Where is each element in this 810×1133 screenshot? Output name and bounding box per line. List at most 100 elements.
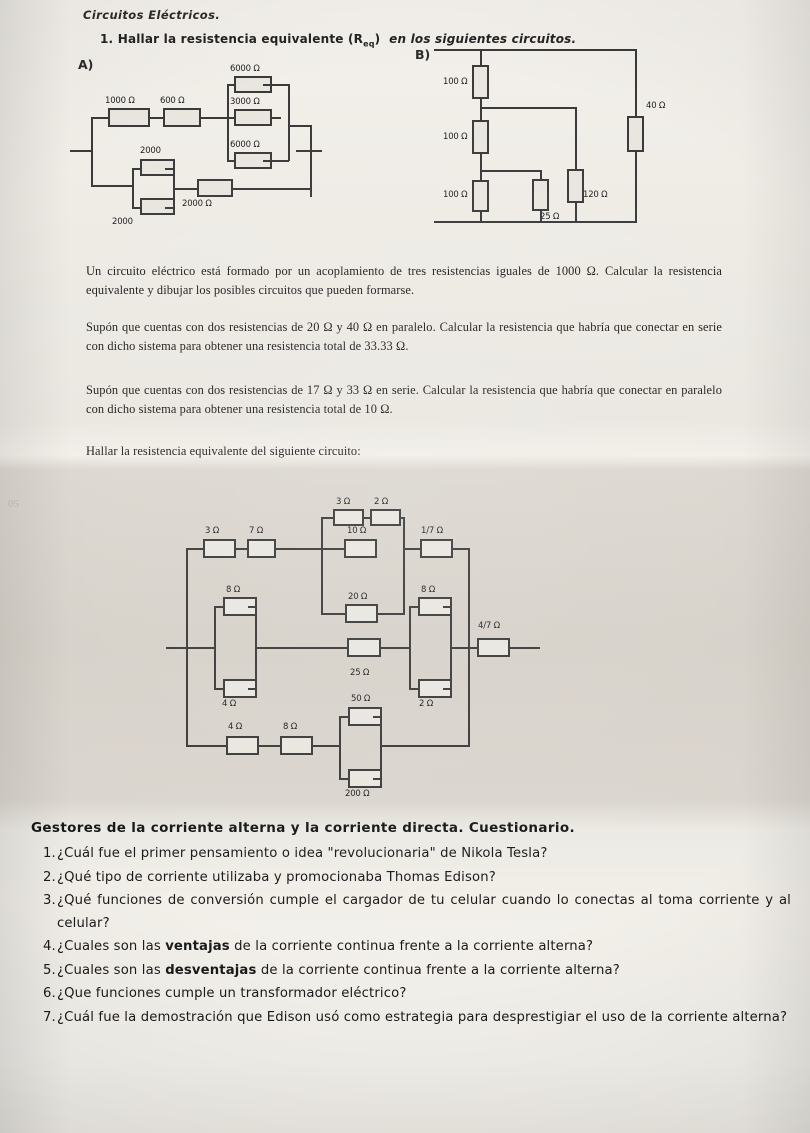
resistor-label: 2000 xyxy=(112,217,133,227)
list-item-text: ¿Cuál fue la demostración que Edison usó… xyxy=(57,1009,788,1025)
resistor-label: 2000 Ω xyxy=(182,199,212,209)
wire xyxy=(214,606,216,689)
wire xyxy=(373,778,382,780)
resistor-label: 10 Ω xyxy=(347,526,367,536)
wire xyxy=(409,606,421,608)
resistor-label: 8 Ω xyxy=(226,585,241,595)
list-item-number: 1. xyxy=(43,846,56,861)
list-item: 5. ¿Cuales son las desventajas de la cor… xyxy=(31,960,791,983)
resistor-label: 200 Ω xyxy=(345,789,370,799)
resistor-600-ohm xyxy=(163,108,201,127)
resistor-label: 6000 Ω xyxy=(230,140,260,150)
resistor-label: 25 Ω xyxy=(350,668,370,678)
wire xyxy=(91,117,93,185)
list-item: 6. ¿Que funciones cumple un transformado… xyxy=(31,983,791,1006)
resistor-3000-ohm xyxy=(234,109,272,126)
list-item-text: ¿Que funciones cumple un transformador e… xyxy=(57,986,407,1001)
resistor-label: 20 Ω xyxy=(348,592,368,602)
wire xyxy=(186,745,227,747)
wire xyxy=(480,154,482,181)
wire xyxy=(381,647,410,649)
wire xyxy=(227,84,229,161)
wire xyxy=(132,207,144,209)
wire xyxy=(321,517,334,519)
wire xyxy=(480,49,482,66)
list-item: 7. ¿Cuál fue la demostración que Edison … xyxy=(31,1007,791,1030)
wire xyxy=(364,517,371,519)
page-title: Circuitos Eléctricos. xyxy=(83,8,221,22)
question-1-number: 1. xyxy=(100,32,114,46)
resistor-label: 3000 Ω xyxy=(230,97,260,107)
wire xyxy=(313,745,340,747)
resistor-4-ohm-bottom xyxy=(226,736,259,755)
wire xyxy=(409,688,421,690)
wire xyxy=(443,606,452,608)
wire xyxy=(380,745,470,747)
resistor-label: 50 Ω xyxy=(351,694,371,704)
wire xyxy=(276,548,356,550)
resistor-label: 1/7 Ω xyxy=(421,526,443,536)
wire xyxy=(401,517,405,519)
resistor-2000-ohm-bottom xyxy=(140,198,175,215)
list-item-number: 7. xyxy=(43,1009,56,1025)
resistor-label: 8 Ω xyxy=(421,585,436,595)
resistor-10-ohm xyxy=(344,539,377,558)
question-1-text: Hallar la resistencia equivalente (R xyxy=(117,32,364,46)
circuit-a-label: A) xyxy=(78,57,94,72)
wire xyxy=(186,548,204,550)
wire xyxy=(91,117,108,119)
resistor-label: 4 Ω xyxy=(228,722,243,732)
wire xyxy=(186,647,216,649)
wire xyxy=(434,221,637,223)
resistor-label: 100 Ω xyxy=(443,190,468,200)
paragraph-2: Supón que cuentas con dos resistencias d… xyxy=(86,320,722,353)
wire xyxy=(540,211,542,223)
resistor-label: 600 Ω xyxy=(160,96,185,106)
resistor-label: 25 Ω xyxy=(540,212,560,222)
wire xyxy=(403,517,405,614)
list-item-number: 6. xyxy=(43,986,56,1001)
resistor-label: 3 Ω xyxy=(205,526,220,536)
resistor-100-ohm-1 xyxy=(472,65,489,99)
circuit-b-diagram: 100 Ω 100 Ω 100 Ω 120 Ω 25 Ω 40 Ω xyxy=(0,0,810,240)
wire xyxy=(373,716,382,718)
wire xyxy=(635,49,637,117)
resistor-1000-ohm xyxy=(108,108,150,127)
resistor-25-ohm xyxy=(532,179,549,211)
question-1-heading: 1. Hallar la resistencia equivalente (Re… xyxy=(100,32,576,48)
wire xyxy=(165,207,175,209)
wire xyxy=(296,150,322,152)
resistor-label: 2 Ω xyxy=(419,699,434,709)
list-item-text: ¿Cuales son las desventajas de la corrie… xyxy=(57,962,620,978)
wire xyxy=(403,548,421,550)
list-item-number: 3. xyxy=(43,893,56,908)
resistor-2000-ohm-series xyxy=(197,179,233,197)
list-item-text: ¿Qué tipo de corriente utilizaba y promo… xyxy=(57,869,496,885)
resistor-3-ohm-top xyxy=(333,509,364,526)
wire xyxy=(236,548,248,550)
circuit-b-label: B) xyxy=(415,47,431,62)
resistor-100-ohm-2 xyxy=(472,120,489,154)
paragraph-3: Supón que cuentas con dos resistencias d… xyxy=(86,383,722,416)
list-item: 2. ¿Qué tipo de corriente utilizaba y pr… xyxy=(31,867,791,890)
paragraph-4: Hallar la resistencia equivalente del si… xyxy=(86,444,361,458)
wire xyxy=(434,49,637,51)
resistor-label: 2000 xyxy=(140,146,161,156)
wire xyxy=(248,606,257,608)
wire xyxy=(321,613,346,615)
list-item-text: ¿Cuál fue el primer pensamiento o idea "… xyxy=(57,846,548,861)
resistor-label: 7 Ω xyxy=(249,526,264,536)
resistor-label: 4 Ω xyxy=(222,699,237,709)
question-1-text2: ) xyxy=(374,32,381,46)
wire xyxy=(132,168,134,208)
wire xyxy=(575,107,577,170)
wire xyxy=(378,613,405,615)
wire xyxy=(453,548,470,550)
resistor-label: 2 Ω xyxy=(374,497,389,507)
resistor-100-ohm-3 xyxy=(472,180,489,212)
wire xyxy=(510,647,540,649)
wire xyxy=(214,688,226,690)
wire xyxy=(91,185,133,187)
resistor-2000-ohm-top xyxy=(140,159,175,176)
